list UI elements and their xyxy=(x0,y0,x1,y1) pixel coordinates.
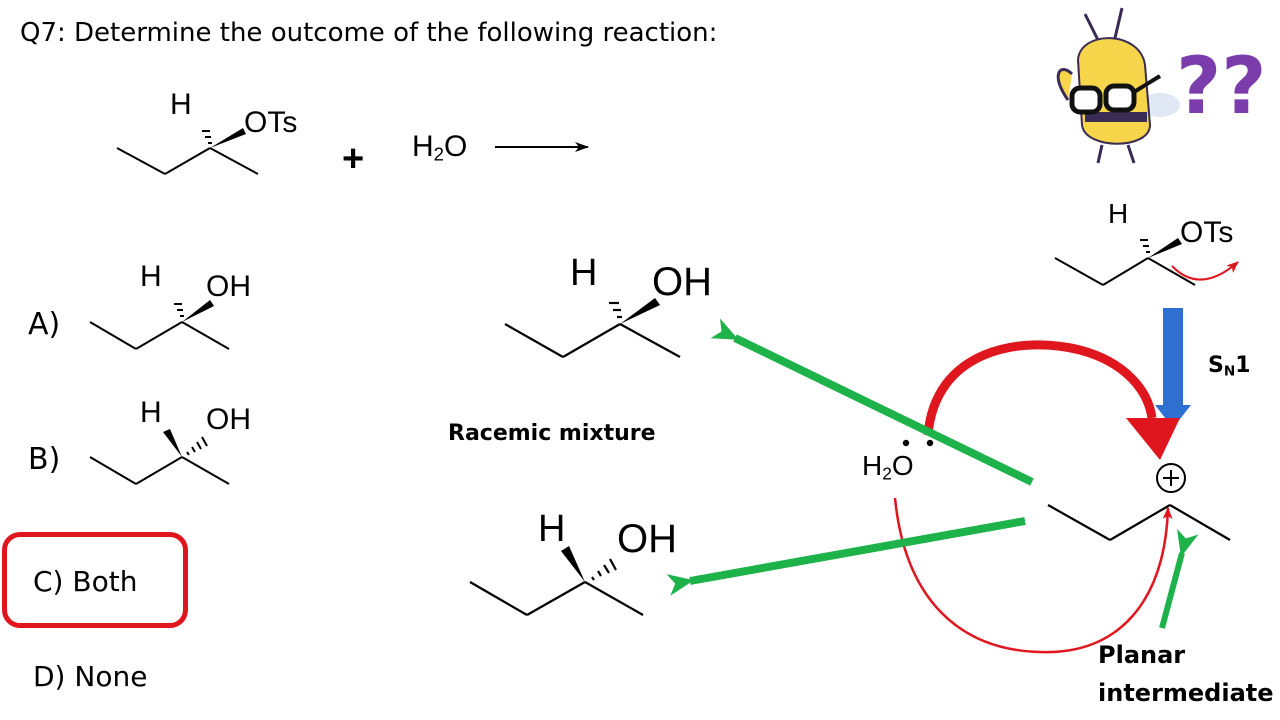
positive-charge-icon xyxy=(1156,463,1186,493)
racemic-mixture-label: Racemic mixture xyxy=(448,421,656,446)
nucleophile-water: H2O xyxy=(862,452,914,483)
bottom-attack-arrow xyxy=(893,497,1173,654)
option-b-molecule xyxy=(89,429,230,485)
reactant-h-label: H xyxy=(170,88,192,121)
substrate-molecule xyxy=(1054,238,1196,286)
bottom-product-h: H xyxy=(538,508,566,550)
green-arrow-to-intermediate xyxy=(1159,528,1199,629)
green-arrow-to-bottom-product xyxy=(666,517,1026,596)
green-arrow-to-top-product xyxy=(710,318,1034,486)
question-marks: ?? xyxy=(1176,42,1267,132)
option-a-molecule xyxy=(89,300,230,350)
option-b-h: H xyxy=(140,396,162,429)
nucleophile-subscript: 2 xyxy=(882,463,892,484)
bee-mascot-icon xyxy=(1056,7,1180,164)
lone-pair-dots xyxy=(902,439,934,447)
option-b-oh: OH xyxy=(206,403,251,436)
reactant-ots-label: OTs xyxy=(244,106,298,139)
bottom-product-molecule xyxy=(469,546,644,616)
option-a-label[interactable]: A) xyxy=(28,307,61,342)
sn1-subscript: N xyxy=(1223,363,1236,380)
option-d-label[interactable]: D) None xyxy=(33,660,148,693)
bottom-product-oh: OH xyxy=(617,517,677,561)
top-product-molecule xyxy=(504,298,681,358)
option-a-oh: OH xyxy=(206,270,251,303)
top-product-oh: OH xyxy=(652,260,712,304)
carbocation-molecule xyxy=(1047,504,1231,541)
sn1-label: SN1 xyxy=(1208,355,1251,379)
substrate-h: H xyxy=(1108,198,1129,229)
question-title: Q7: Determine the outcome of the followi… xyxy=(20,18,718,48)
sn1-number: 1 xyxy=(1235,353,1251,378)
substrate-ots: OTs xyxy=(1180,216,1234,249)
sn1-s: S xyxy=(1208,353,1224,378)
water-h: H xyxy=(412,130,434,163)
water-o: O xyxy=(444,130,468,163)
reactant-molecule xyxy=(116,128,259,175)
option-b-label[interactable]: B) xyxy=(28,442,61,477)
planar-label-line1: Planar xyxy=(1098,641,1186,669)
top-attack-arrow xyxy=(923,340,1180,460)
leaving-group-arrow xyxy=(1171,261,1239,281)
water-subscript: 2 xyxy=(433,143,445,165)
option-c-label[interactable]: C) Both xyxy=(33,565,138,598)
nucleophile-h: H xyxy=(862,450,883,481)
planar-label-line2: intermediate xyxy=(1098,679,1274,707)
plus-sign: + xyxy=(342,138,365,180)
sn1-arrow xyxy=(1155,308,1191,428)
water-reagent: H2O xyxy=(412,132,467,164)
nucleophile-o: O xyxy=(891,450,914,481)
option-a-h: H xyxy=(140,260,162,293)
correct-answer-highlight xyxy=(2,532,188,628)
top-product-h: H xyxy=(570,252,598,294)
